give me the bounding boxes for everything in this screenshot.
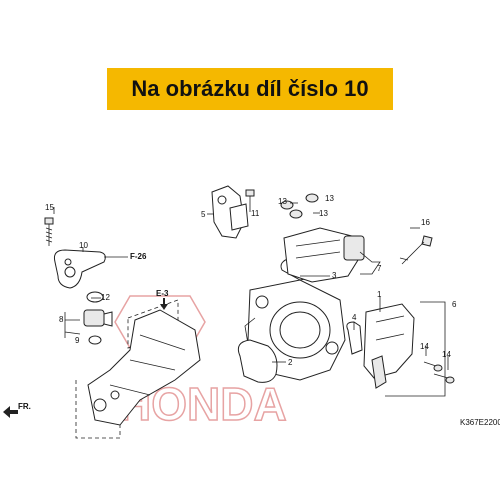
part-1-cover	[363, 303, 415, 389]
callout-14-b: 14	[442, 350, 451, 359]
callout-7: 7	[377, 264, 382, 273]
callout-9: 9	[75, 336, 80, 345]
part-number-banner: Na obrázku díl číslo 10	[107, 68, 393, 110]
diagram-code: K367E2200	[460, 418, 500, 427]
callout-3: 3	[332, 271, 337, 280]
callout-12: 12	[101, 293, 110, 302]
part-e3-manifold	[75, 299, 201, 439]
references: F-26 E-3 FR. K367E2200	[3, 252, 500, 427]
callout-6: 6	[452, 300, 457, 309]
ref-f26: F-26	[130, 252, 147, 261]
callout-4: 4	[352, 313, 357, 322]
banner-text: Na obrázku díl číslo 10	[131, 76, 369, 101]
callout-5: 5	[201, 210, 206, 219]
part-13-screws	[280, 193, 319, 219]
part-8-sensor	[83, 291, 113, 345]
part-2-gasket	[237, 339, 278, 383]
part-15-bolt	[44, 217, 54, 246]
part-10-bracket	[54, 249, 106, 289]
part-5-bracket	[211, 185, 255, 239]
callout-1: 1	[377, 290, 382, 299]
callout-13-a: 13	[278, 197, 287, 206]
callout-13-c: 13	[319, 209, 328, 218]
leader-lines	[53, 202, 449, 397]
callouts: 15 10 12 8 9 5 11 13 13 13 16 7 3 1 6 4 …	[45, 194, 457, 367]
callout-15: 15	[45, 203, 54, 212]
part-7-actuator	[280, 227, 365, 283]
callout-14-a: 14	[420, 342, 429, 351]
callout-10: 10	[79, 241, 88, 250]
ref-fr: FR.	[18, 402, 31, 411]
ref-e3: E-3	[156, 289, 169, 298]
part-14-screws	[423, 361, 455, 384]
callout-11: 11	[251, 209, 260, 218]
part-16-bolt	[401, 235, 433, 265]
callout-2: 2	[288, 358, 293, 367]
part-4-seal	[346, 321, 363, 355]
callout-13-b: 13	[325, 194, 334, 203]
callout-16: 16	[421, 218, 430, 227]
arrow-left-icon	[3, 406, 18, 418]
callout-8: 8	[59, 315, 64, 324]
arrow-down-icon	[160, 298, 168, 310]
